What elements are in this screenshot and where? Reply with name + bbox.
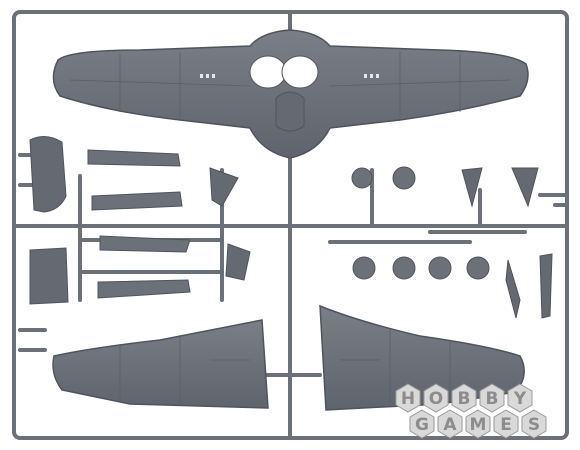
watermark-letter: Y: [513, 389, 527, 409]
watermark-letter: G: [415, 415, 429, 435]
sprue-frame: [12, 10, 569, 440]
watermark-letter: E: [500, 415, 512, 435]
watermark-row-1: H O B B Y: [395, 383, 533, 413]
watermark-letter: M: [470, 415, 487, 435]
wheel-parts: [351, 166, 490, 280]
watermark-letter: O: [429, 389, 443, 409]
watermark-letter: H: [401, 389, 415, 409]
flap-parts: [87, 149, 191, 299]
lower-wing-left-part: [52, 319, 269, 409]
watermark-letter: B: [486, 389, 499, 409]
lower-wing-right-part: [319, 304, 525, 411]
watermark-row-2: G A M E S: [409, 409, 547, 439]
upper-wing-part: [52, 29, 529, 159]
hobby-games-watermark: H O B B Y G A M E S: [395, 383, 547, 439]
gear-door-parts: [461, 167, 553, 319]
tail-fin-part: [29, 136, 67, 213]
watermark-letter: S: [528, 415, 540, 435]
stabilizer-parts: [29, 167, 251, 305]
watermark-letter: A: [443, 415, 457, 435]
watermark-letter: B: [458, 389, 471, 409]
